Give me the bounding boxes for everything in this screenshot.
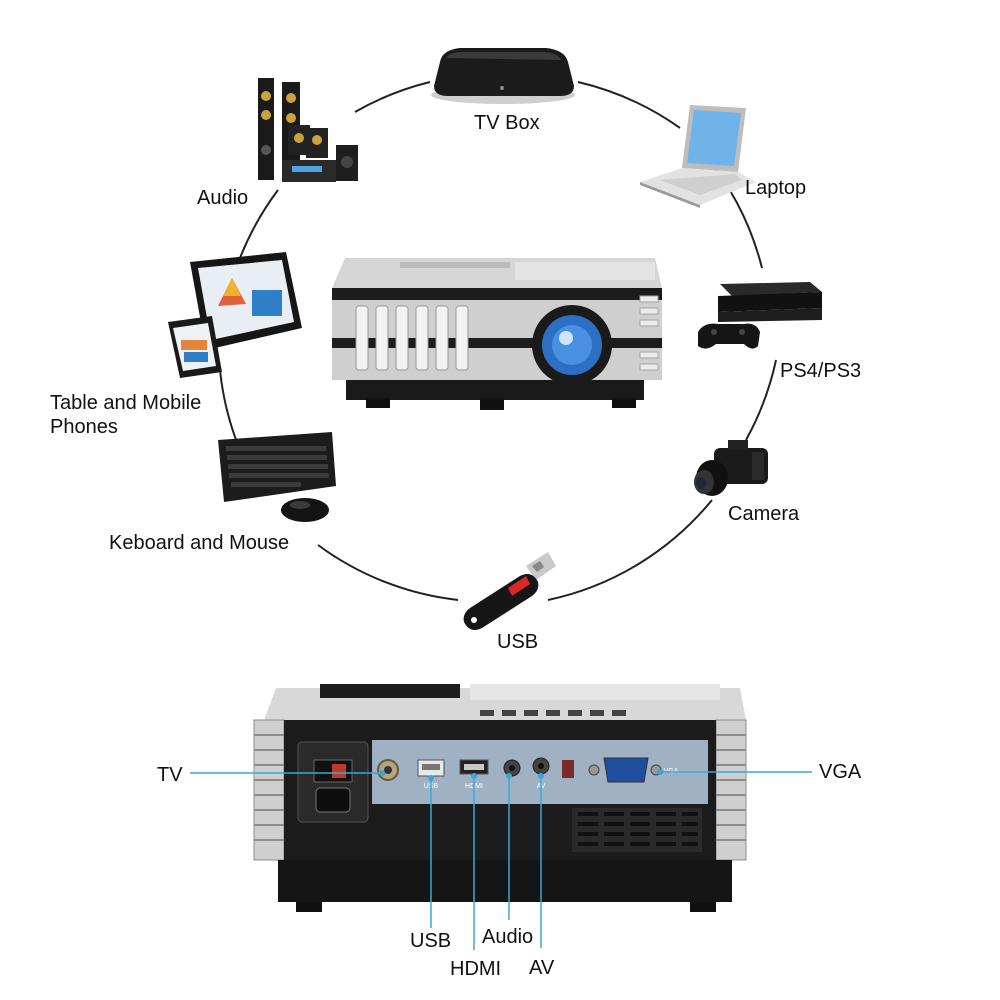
callout-label-av: AV bbox=[529, 957, 555, 979]
callout-label-audio: Audio bbox=[482, 926, 534, 948]
callout-label-tv: TV bbox=[157, 764, 183, 786]
rear-panel-diagram: USB HDMI AV VGA bbox=[190, 684, 812, 950]
device-label-usb: USB bbox=[497, 631, 539, 653]
callout-lines bbox=[190, 771, 812, 950]
callout-label-usb: USB bbox=[410, 930, 452, 952]
connectivity-diagram bbox=[168, 48, 822, 630]
usb-drive-icon bbox=[463, 552, 556, 630]
tablet-phone-icon bbox=[168, 252, 302, 378]
tv-box-icon bbox=[431, 48, 575, 104]
laptop-icon bbox=[640, 105, 756, 208]
game-console-icon bbox=[698, 282, 822, 349]
device-label-tablet-phones: Table and Mobile Phones bbox=[50, 392, 202, 438]
device-label-tv-box: TV Box bbox=[474, 112, 540, 134]
speaker-system-icon bbox=[258, 78, 358, 182]
camera-icon bbox=[694, 440, 768, 496]
callout-label-vga: VGA bbox=[819, 761, 862, 783]
keyboard-mouse-icon bbox=[218, 432, 336, 522]
device-label-audio: Audio bbox=[197, 187, 249, 209]
device-label-camera: Camera bbox=[728, 503, 800, 525]
projector-front-image bbox=[332, 258, 662, 410]
device-label-ps4-ps3: PS4/PS3 bbox=[780, 360, 862, 382]
device-label-laptop: Laptop bbox=[745, 177, 807, 199]
device-label-keyboard-mouse: Keboard and Mouse bbox=[109, 532, 290, 554]
callout-label-hdmi: HDMI bbox=[450, 958, 502, 980]
